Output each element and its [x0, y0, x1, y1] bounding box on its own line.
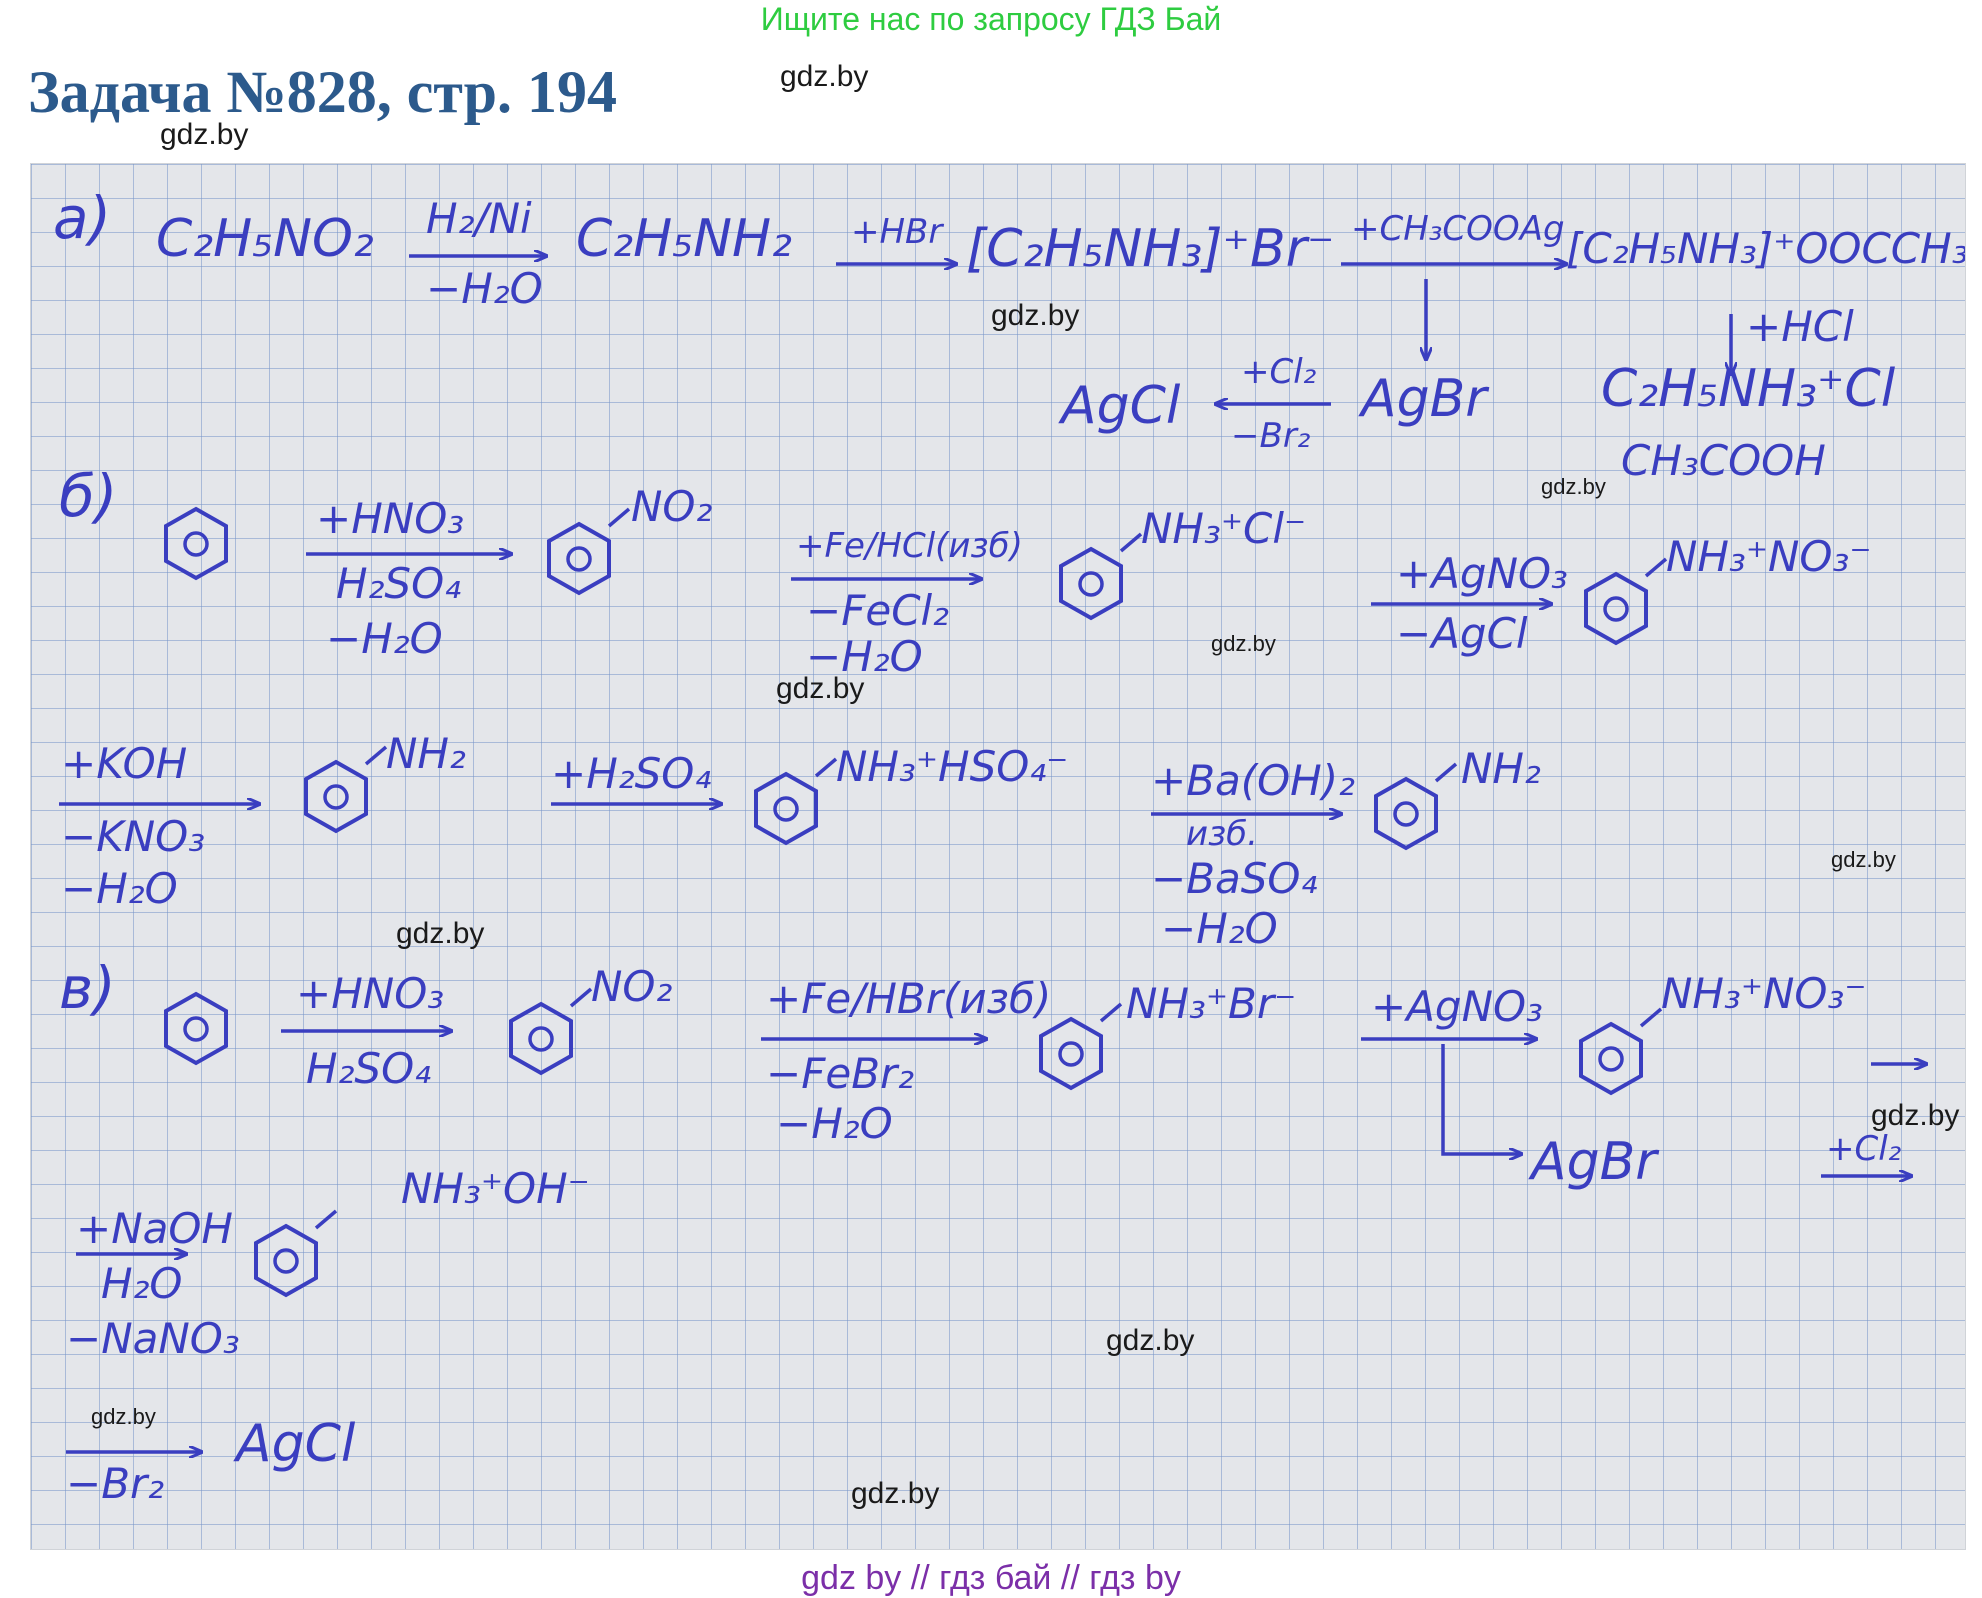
substituent: NH₃⁺NO₃⁻ — [1666, 532, 1872, 581]
ethylammonium-bromide: [C₂H₅NH₃]⁺Br⁻ — [966, 219, 1335, 279]
substituent: NO₂ — [591, 962, 673, 1011]
watermark: gdz.by — [396, 917, 485, 950]
reagent: H₂SO₄ — [306, 1044, 431, 1093]
watermark: gdz.by — [851, 1477, 940, 1510]
benzene-ring-icon — [164, 507, 228, 580]
reagent: H₂/Ni — [426, 194, 532, 243]
reagent: H₂O — [101, 1259, 183, 1308]
watermark: gdz.by — [1871, 1099, 1960, 1132]
reagent: +HBr — [851, 212, 943, 252]
reagent: +Fe/HBr(изб) — [766, 974, 1052, 1023]
search-banner: Ищите нас по запросу ГДЗ Бай — [760, 1, 1222, 37]
reagent: −NaNO₃ — [66, 1314, 240, 1363]
reagent: −FeBr₂ — [766, 1049, 915, 1098]
ethylamine: C₂H₅NH₂ — [576, 209, 792, 269]
reagent: −KNO₃ — [61, 812, 206, 861]
silver-chloride: AgCl — [236, 1414, 356, 1474]
benzene-ring-icon — [1584, 572, 1648, 645]
reagent: +HNO₃ — [316, 494, 465, 543]
notebook-photo: а) C₂H₅NO₂ H₂/Ni −H₂O C₂H₅NH₂ +HBr [C₂H₅… — [30, 163, 1966, 1550]
reagent: изб. — [1186, 814, 1258, 854]
reagent: −BaSO₄ — [1151, 854, 1318, 903]
substituent: NO₂ — [631, 482, 713, 531]
benzene-ring-icon — [1579, 1022, 1643, 1095]
watermark: gdz.by — [1211, 631, 1276, 656]
footer-links: gdz by // гдз бай // гдз by — [801, 1559, 1181, 1597]
watermark: gdz.by — [1831, 847, 1896, 872]
reagent: +Ba(OH)₂ — [1151, 756, 1355, 805]
reagent: +HCl — [1746, 302, 1854, 351]
reagent: −FeCl₂ — [806, 586, 950, 635]
reagent: +KOH — [61, 739, 188, 788]
benzene-ring-icon — [754, 772, 818, 845]
reagent: −H₂O — [61, 864, 178, 913]
reagent: −H₂O — [776, 1099, 893, 1148]
reagent: H₂SO₄ — [336, 559, 461, 608]
watermark: gdz.by — [1106, 1324, 1195, 1357]
substituent: NH₂ — [386, 729, 466, 778]
reagent: +Fe/HCl(изб) — [796, 526, 1023, 566]
reagent: +AgNO₃ — [1396, 549, 1568, 598]
benzene-ring-icon — [254, 1224, 318, 1297]
reagent: +H₂SO₄ — [551, 749, 712, 798]
part-c-label: в) — [59, 954, 116, 1022]
reagent: +AgNO₃ — [1371, 982, 1543, 1031]
reagent: −H₂O — [1161, 904, 1278, 953]
substituent: NH₃⁺Cl⁻ — [1141, 504, 1307, 553]
silver-chloride: AgCl — [1061, 376, 1181, 436]
watermark: gdz.by — [1541, 474, 1606, 499]
watermark: gdz.by — [160, 118, 249, 151]
silver-bromide: AgBr — [1531, 1132, 1657, 1192]
benzene-ring-icon — [304, 760, 368, 833]
benzene-ring-icon — [509, 1002, 573, 1075]
watermark: gdz.by — [780, 60, 869, 93]
reagent: +Cl₂ — [1826, 1129, 1902, 1169]
benzene-ring-icon — [1059, 547, 1123, 620]
substituent: NH₃⁺NO₃⁻ — [1661, 969, 1867, 1018]
benzene-ring-icon — [1039, 1017, 1103, 1090]
watermark: gdz.by — [776, 672, 865, 705]
benzene-ring-icon — [164, 992, 228, 1065]
acetic-acid: CH₃COOH — [1621, 436, 1826, 485]
benzene-ring-icon — [547, 522, 611, 595]
reaction-arrow-icon — [1441, 1044, 1521, 1154]
substituent: NH₃⁺Br⁻ — [1126, 979, 1297, 1028]
task-title: Задача №828, стр. 194 — [28, 59, 617, 125]
watermark: gdz.by — [991, 299, 1080, 332]
part-b-label: б) — [59, 462, 118, 530]
reagent: −AgCl — [1396, 609, 1528, 658]
reagent: +HNO₃ — [296, 969, 445, 1018]
nitroethane: C₂H₅NO₂ — [156, 209, 374, 269]
part-a-label: а) — [53, 184, 112, 252]
reagent: −H₂O — [326, 614, 443, 663]
ethylammonium-acetate: [C₂H₅NH₃]⁺OOCCH₃ — [1566, 224, 1966, 273]
substituent: NH₃⁺OH⁻ — [401, 1164, 590, 1213]
reagent: −Br₂ — [1231, 416, 1311, 456]
ethylammonium-chloride: C₂H₅NH₃⁺Cl — [1601, 359, 1896, 419]
reaction-arrows — [59, 164, 1965, 1549]
reagent: +NaOH — [76, 1204, 233, 1253]
substituent: NH₂ — [1461, 744, 1541, 793]
benzene-ring-icon — [1374, 777, 1438, 850]
reagent: −H₂O — [806, 632, 923, 681]
reagent: +Cl₂ — [1241, 352, 1317, 392]
reagent: −H₂O — [426, 264, 543, 313]
substituent: NH₃⁺HSO₄⁻ — [836, 742, 1069, 791]
reagent: +CH₃COOAg — [1351, 209, 1565, 249]
watermark: gdz.by — [91, 1404, 156, 1429]
reagent: −Br₂ — [66, 1459, 165, 1508]
silver-bromide: AgBr — [1361, 369, 1487, 429]
